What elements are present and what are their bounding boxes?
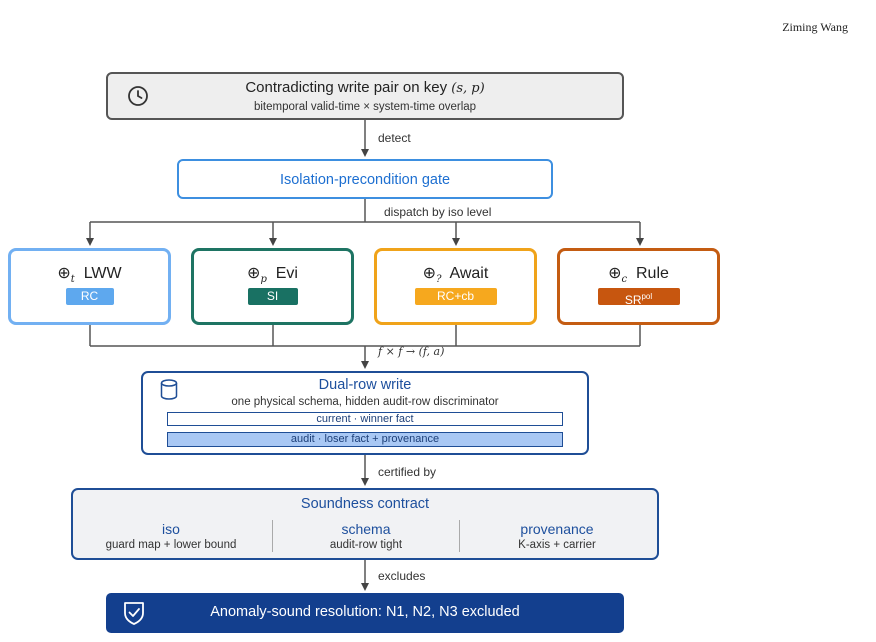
policy-evi-tag: SI — [247, 288, 298, 305]
contract-col-sub: audit-row tight — [329, 539, 403, 551]
contract-divider — [272, 520, 273, 552]
contract-col-head: iso — [162, 521, 180, 537]
database-icon — [160, 379, 178, 400]
contract-col-head: schema — [341, 521, 391, 537]
isolation-gate-box: Isolation-precondition gate — [177, 159, 553, 199]
policy-rule-tag: SRpol — [597, 288, 680, 307]
author-name: Ziming Wang — [782, 20, 848, 34]
audit-row: audit · loser fact + provenance — [167, 432, 563, 447]
dual-row-title: Dual-row write — [318, 377, 412, 393]
policy-await-box: ⊕? Await RC+cb — [374, 248, 537, 325]
contract-col-head: provenance — [520, 521, 594, 537]
policy-await-tag: RC+cb — [414, 288, 497, 305]
soundness-contract-box: Soundness contract iso guard map + lower… — [71, 488, 659, 560]
key-math: (s, p) — [451, 81, 485, 96]
policy-rule-title: ⊕c Rule — [608, 263, 669, 286]
current-row: current · winner fact — [167, 412, 563, 426]
policy-lww-title: ⊕t LWW — [57, 263, 122, 286]
edge-label-certified: certified by — [378, 465, 437, 479]
contract-col-provenance: provenance K-axis + carrier — [459, 521, 655, 551]
clock-icon — [128, 86, 148, 106]
write-pair-title: Contradicting write pair on key (s, p) — [245, 79, 485, 96]
policy-evi-title: ⊕p Evi — [247, 263, 298, 286]
isolation-gate-label: Isolation-precondition gate — [279, 172, 451, 188]
edge-label-detect: detect — [378, 131, 411, 145]
policy-await-title: ⊕? Await — [422, 263, 489, 286]
policy-lww-box: ⊕t LWW RC — [8, 248, 171, 325]
result-box: Anomaly-sound resolution: N1, N2, N3 exc… — [106, 593, 624, 633]
contract-col-iso: iso guard map + lower bound — [73, 521, 269, 551]
contract-col-sub: guard map + lower bound — [105, 539, 237, 551]
policy-evi-box: ⊕p Evi SI — [191, 248, 354, 325]
shield-check-icon — [124, 602, 144, 625]
dual-row-subtitle: one physical schema, hidden audit-row di… — [231, 396, 499, 408]
edge-label-dispatch: dispatch by iso level — [384, 205, 492, 219]
policy-lww-tag: RC — [65, 288, 114, 305]
contract-col-schema: schema audit-row tight — [268, 521, 464, 551]
contract-divider — [459, 520, 460, 552]
policy-rule-box: ⊕c Rule SRpol — [557, 248, 720, 325]
result-label: Anomaly-sound resolution: N1, N2, N3 exc… — [210, 604, 520, 620]
edge-label-excludes: excludes — [378, 569, 426, 583]
contract-title: Soundness contract — [300, 496, 430, 512]
edge-label-merge: f × f → (f, a) — [378, 345, 445, 358]
contract-col-sub: K-axis + carrier — [518, 539, 596, 551]
write-pair-box: Contradicting write pair on key (s, p) b… — [106, 72, 624, 120]
write-pair-subtitle: bitemporal valid-time × system-time over… — [253, 101, 477, 113]
dual-row-write-box: Dual-row write one physical schema, hidd… — [141, 371, 589, 455]
